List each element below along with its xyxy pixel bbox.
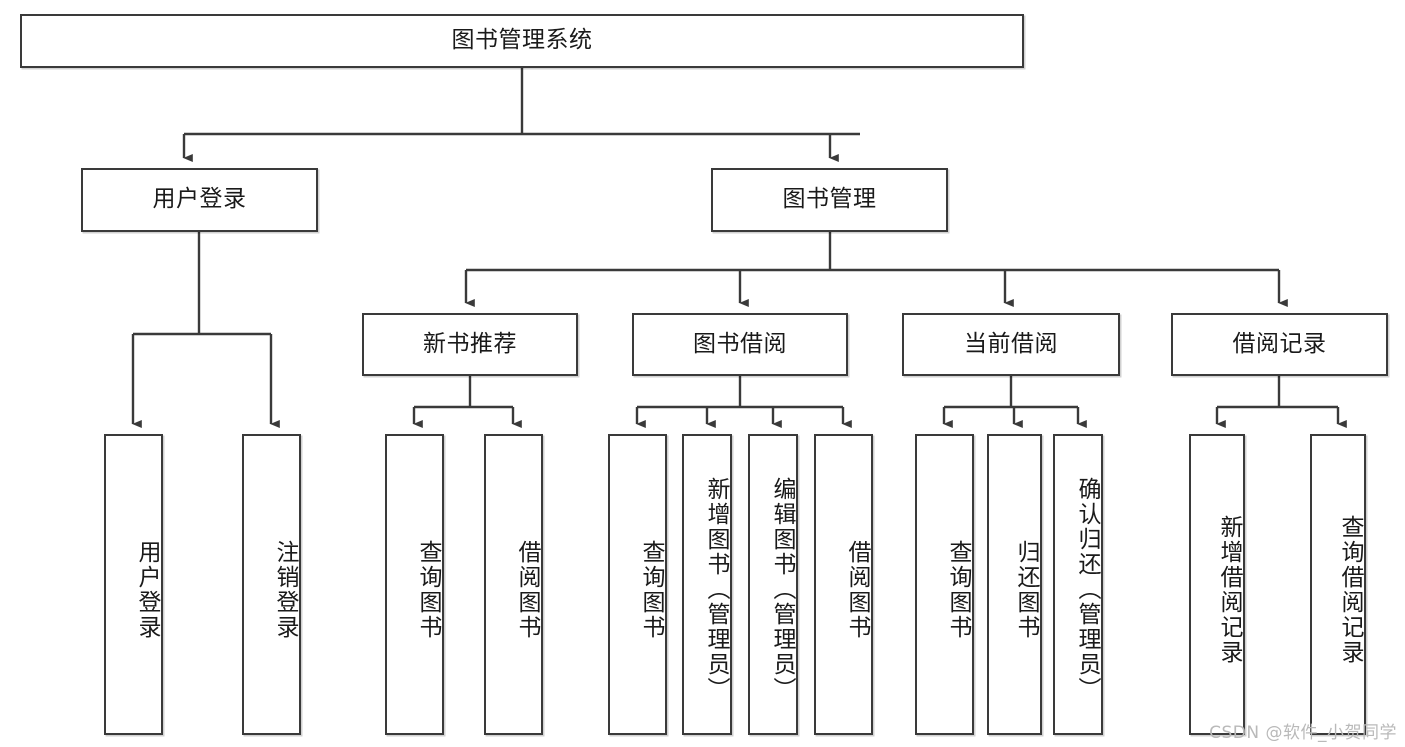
node-current-borrow[interactable]: 当前借阅 (902, 313, 1120, 376)
node-leaf-borrow-book[interactable]: 借阅图书 (814, 434, 873, 735)
node-leaf-edit-book[interactable]: 编辑图书（管理员） (748, 434, 798, 735)
node-leaf-add-borrow-record-label: 新增借阅记录 (1216, 514, 1242, 665)
node-leaf-query-borrow-record-label: 查询借阅记录 (1337, 514, 1363, 665)
node-leaf-confirm-return-label: 确认归还（管理员） (1074, 477, 1100, 702)
node-leaf-query-borrow-record[interactable]: 查询借阅记录 (1310, 434, 1366, 735)
node-leaf-user-login[interactable]: 用户登录 (104, 434, 163, 735)
node-user-login[interactable]: 用户登录 (81, 168, 318, 232)
node-leaf-edit-book-label: 编辑图书（管理员） (769, 477, 795, 702)
node-leaf-borrow-book-label: 借阅图书 (844, 539, 870, 640)
node-leaf-query-book-recommend-label: 查询图书 (415, 539, 441, 640)
node-leaf-borrow-book-recommend-label: 借阅图书 (514, 539, 540, 640)
node-root[interactable]: 图书管理系统 (20, 14, 1024, 68)
node-leaf-query-book-borrow-label: 查询图书 (638, 539, 664, 640)
node-user-login-label: 用户登录 (152, 186, 247, 213)
node-leaf-user-login-label: 用户登录 (134, 539, 160, 640)
node-leaf-query-book-borrow[interactable]: 查询图书 (608, 434, 667, 735)
node-root-label: 图书管理系统 (451, 27, 593, 54)
node-new-book-recommend[interactable]: 新书推荐 (362, 313, 578, 376)
node-borrow-record[interactable]: 借阅记录 (1171, 313, 1388, 376)
node-leaf-return-book-label: 归还图书 (1013, 539, 1039, 640)
node-leaf-logout[interactable]: 注销登录 (242, 434, 301, 735)
node-current-borrow-label: 当前借阅 (964, 330, 1058, 357)
node-leaf-confirm-return[interactable]: 确认归还（管理员） (1053, 434, 1103, 735)
node-leaf-return-book[interactable]: 归还图书 (987, 434, 1042, 735)
node-leaf-add-borrow-record[interactable]: 新增借阅记录 (1189, 434, 1245, 735)
node-leaf-query-book-recommend[interactable]: 查询图书 (385, 434, 444, 735)
node-leaf-query-book-current-label: 查询图书 (945, 539, 971, 640)
node-leaf-logout-label: 注销登录 (272, 539, 298, 640)
node-leaf-add-book-label: 新增图书（管理员） (703, 477, 729, 702)
node-leaf-borrow-book-recommend[interactable]: 借阅图书 (484, 434, 543, 735)
node-borrow-record-label: 借阅记录 (1232, 330, 1327, 357)
node-book-management[interactable]: 图书管理 (711, 168, 948, 232)
node-leaf-add-book[interactable]: 新增图书（管理员） (682, 434, 732, 735)
node-book-management-label: 图书管理 (782, 186, 877, 213)
node-leaf-query-book-current[interactable]: 查询图书 (915, 434, 974, 735)
node-new-book-recommend-label: 新书推荐 (423, 330, 517, 357)
csdn-watermark: CSDN @软件_小贺同学 (1209, 723, 1397, 743)
node-book-borrow-label: 图书借阅 (693, 330, 787, 357)
node-book-borrow[interactable]: 图书借阅 (632, 313, 848, 376)
